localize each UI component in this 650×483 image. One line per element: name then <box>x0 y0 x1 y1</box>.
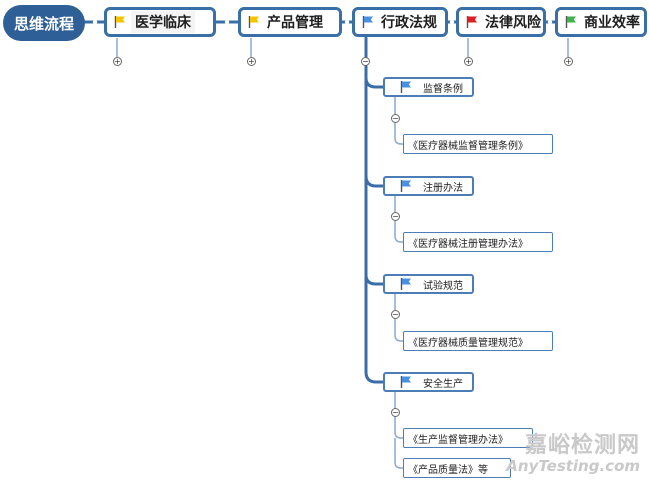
leaf-document[interactable]: 《生产监督管理办法》 <box>403 428 533 448</box>
flag-icon-green <box>564 15 578 29</box>
subtopic-label: 安全生产 <box>423 378 463 390</box>
topic-product-management[interactable]: 产品管理 <box>238 7 342 37</box>
subtopic-label: 注册办法 <box>423 182 463 194</box>
flag-icon-blue <box>399 375 413 389</box>
collapse-toggle-trial[interactable]: − <box>391 310 400 319</box>
subtopic-supervision-regulation[interactable]: 监督条例 <box>383 77 474 97</box>
subtopic-registration-measures[interactable]: 注册办法 <box>383 176 474 196</box>
topic-label: 商业效率 <box>584 15 640 31</box>
topic-label: 行政法规 <box>381 15 437 31</box>
flag-icon-blue <box>399 80 413 94</box>
root-topic-label: 思维流程 <box>13 14 74 33</box>
leaf-document[interactable]: 《产品质量法》等 <box>403 458 511 478</box>
subtopic-label: 监督条例 <box>423 83 463 95</box>
flag-icon-blue <box>399 277 413 291</box>
topic-medical-clinical[interactable]: 医学临床 <box>104 7 216 37</box>
leaf-document[interactable]: 《医疗器械质量管理规范》 <box>403 331 553 351</box>
collapse-toggle-registration[interactable]: − <box>391 212 400 221</box>
subtopic-label: 试验规范 <box>423 280 463 292</box>
flag-icon-yellow <box>113 15 127 29</box>
topic-label: 医学临床 <box>131 11 195 33</box>
collapse-toggle-safe-production[interactable]: − <box>391 408 400 417</box>
expand-toggle-business[interactable]: + <box>564 57 573 66</box>
expand-toggle-law[interactable]: + <box>464 57 473 66</box>
topic-label: 产品管理 <box>267 15 323 31</box>
flag-icon-blue <box>399 179 413 193</box>
leaf-document[interactable]: 《医疗器械注册管理办法》 <box>403 232 553 252</box>
leaf-document[interactable]: 《医疗器械监督管理条例》 <box>403 134 553 154</box>
topic-label: 法律风险 <box>485 15 541 31</box>
topic-administrative-regulations[interactable]: 行政法规 <box>352 7 448 37</box>
expand-toggle-product[interactable]: + <box>247 57 256 66</box>
watermark-cn: 嘉峪检测网 <box>524 433 640 458</box>
root-topic[interactable]: 思维流程 <box>3 5 85 41</box>
collapse-toggle-supervision[interactable]: − <box>391 114 400 123</box>
flag-icon-blue <box>361 15 375 29</box>
watermark: 嘉峪检测网 AnyTesting.com <box>506 427 640 475</box>
collapse-toggle-admin[interactable]: − <box>361 57 370 66</box>
topic-business-efficiency[interactable]: 商业效率 <box>555 7 647 37</box>
watermark-en: AnyTesting.com <box>506 457 640 475</box>
expand-toggle-medical[interactable]: + <box>113 57 122 66</box>
topic-legal-risk[interactable]: 法律风险 <box>456 7 546 37</box>
flag-icon-yellow <box>247 15 261 29</box>
flag-icon-red <box>465 15 479 29</box>
subtopic-safe-production[interactable]: 安全生产 <box>383 372 474 392</box>
subtopic-trial-specification[interactable]: 试验规范 <box>383 274 474 294</box>
